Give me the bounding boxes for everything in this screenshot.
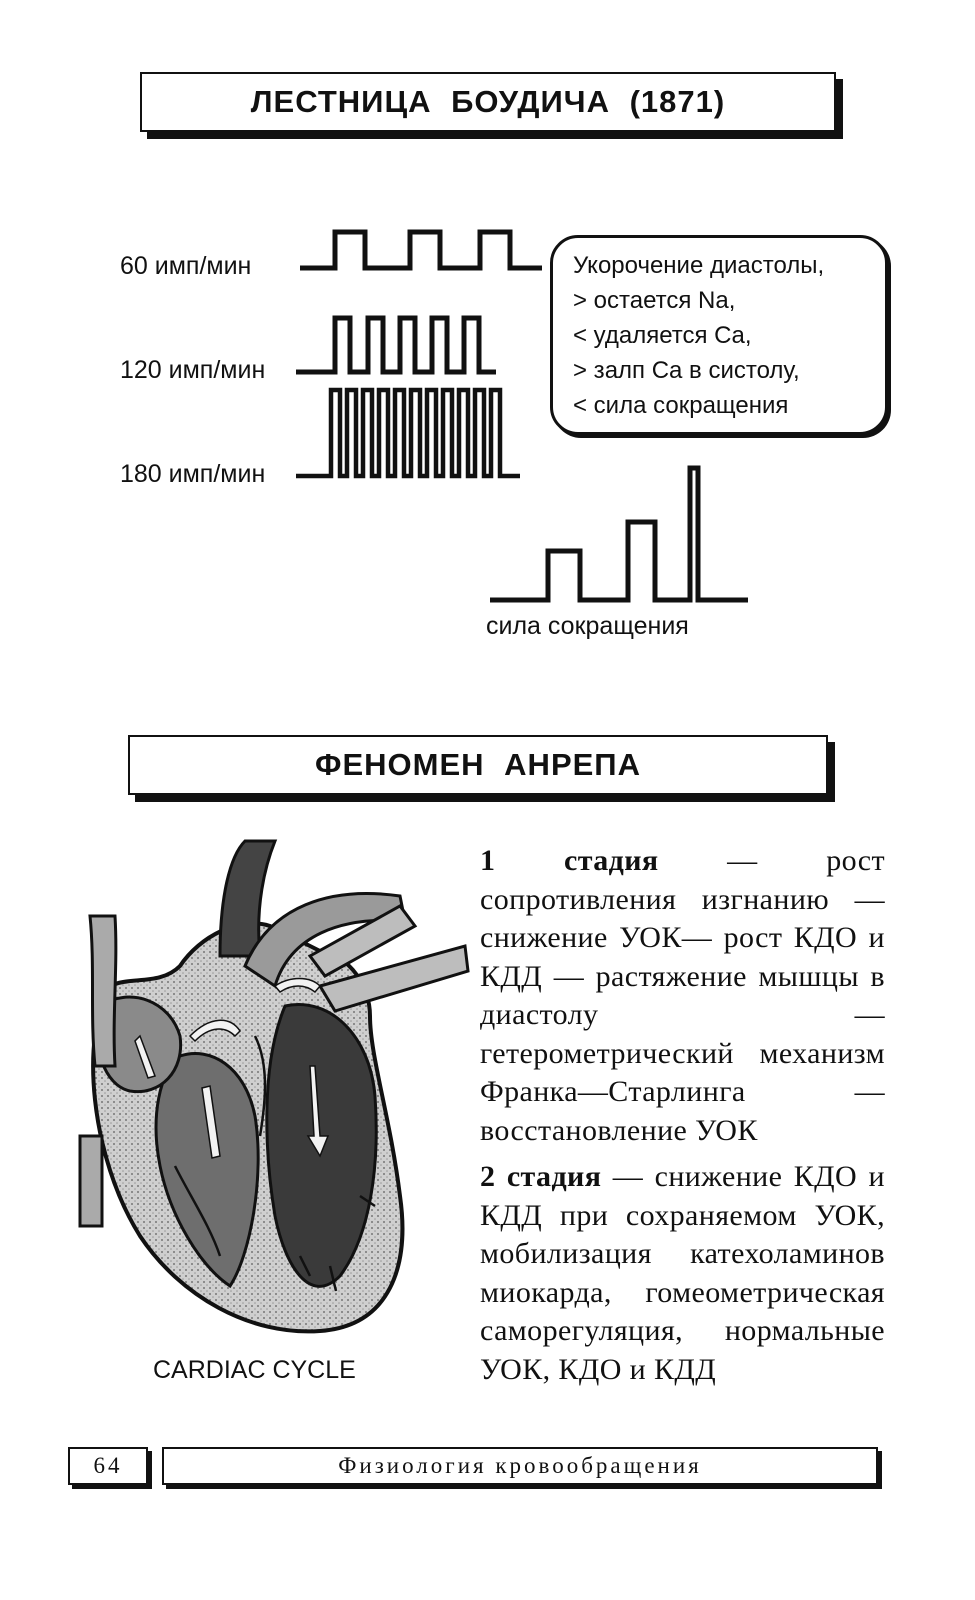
running-title: Физиология кровообращения [162, 1447, 878, 1485]
force-staircase [490, 468, 748, 600]
note-line: < сила сокращения [573, 388, 885, 423]
stage2-paragraph: 2 стадия — снижение КДО и КДД при сохран… [480, 1158, 885, 1389]
page-number: 64 [68, 1447, 148, 1485]
stage1-text: — рост сопротивления изгнанию — снижение… [480, 844, 885, 1147]
stage1-paragraph: 1 стадия — рост сопротивления изгнанию —… [480, 842, 885, 1150]
page-number-text: 64 [94, 1453, 123, 1479]
note-line: Укорочение диастолы, [573, 248, 885, 283]
wave-120 [296, 318, 496, 372]
section-title-anrep: ФЕНОМЕН АНРЕПА [128, 735, 828, 795]
force-caption: сила сокращения [486, 612, 689, 641]
wave-60 [300, 232, 542, 268]
wave-180 [296, 390, 520, 476]
section-title-text: ФЕНОМЕН АНРЕПА [315, 747, 641, 783]
figure-caption: CARDIAC CYCLE [153, 1356, 356, 1385]
note-line: > остается Na, [573, 283, 885, 318]
heart-illustration [70, 836, 470, 1346]
diastole-note-box: Укорочение диастолы, > остается Na, < уд… [550, 235, 888, 435]
note-line: > залп Ca в систолу, [573, 353, 885, 388]
stage2-text: — снижение КДО и КДД при сохраняемом УОК… [480, 1160, 885, 1386]
note-line: < удаляется Ca, [573, 318, 885, 353]
stage2-label: 2 стадия [480, 1160, 601, 1193]
anrep-description: 1 стадия — рост сопротивления изгнанию —… [480, 842, 885, 1397]
running-title-text: Физиология кровообращения [338, 1453, 702, 1479]
stage1-label: 1 стадия [480, 844, 659, 877]
